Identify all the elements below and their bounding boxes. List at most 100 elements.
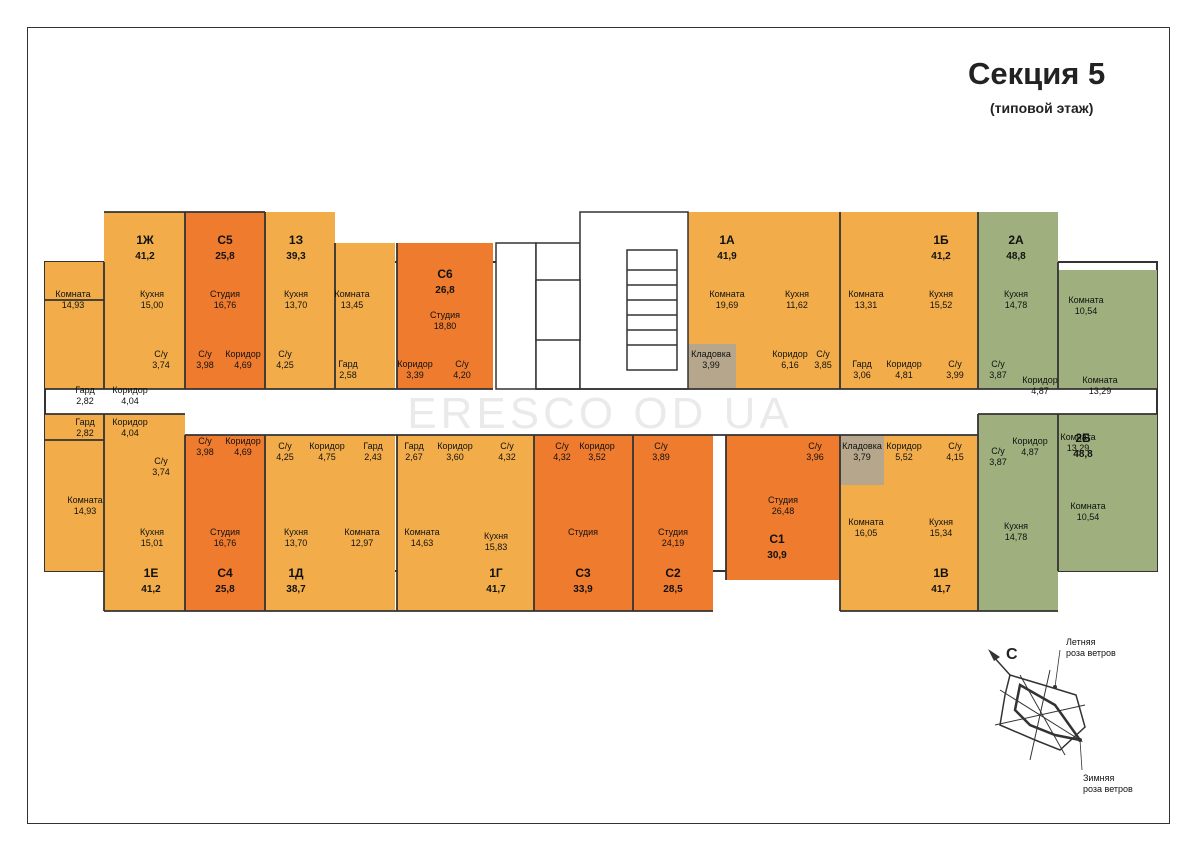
room-area: 3,60	[446, 452, 464, 462]
room-name: Комната	[67, 495, 102, 505]
room-name: Комната	[344, 527, 379, 537]
room-name: С/у	[991, 359, 1005, 369]
apt-block-s1[interactable]	[726, 435, 840, 580]
room-name: С/у	[278, 441, 292, 451]
apt-block-s2[interactable]	[633, 435, 713, 611]
room-name: Комната	[404, 527, 439, 537]
apt-code: 2Б	[1075, 431, 1091, 445]
apt-block-s3[interactable]	[534, 435, 633, 611]
room-area: 5,52	[895, 452, 913, 462]
north-letter: С	[1006, 646, 1018, 663]
room-name: Комната	[55, 289, 90, 299]
apt-block-1z[interactable]	[265, 212, 335, 389]
apt-block-2a[interactable]	[978, 212, 1058, 389]
section-subtitle: (типовой этаж)	[990, 100, 1094, 116]
room-area: 3,96	[806, 452, 824, 462]
room-area: 14,78	[1005, 300, 1028, 310]
room-area: 2,43	[364, 452, 382, 462]
room-area: 4,69	[234, 447, 252, 457]
room-area: 4,25	[276, 452, 294, 462]
apt-code: С4	[217, 566, 233, 580]
apt-block-2b[interactable]	[978, 414, 1058, 611]
room-area: 15,34	[930, 528, 953, 538]
room-area: 4,75	[318, 452, 336, 462]
room-area: 16,76	[214, 538, 237, 548]
apt-block-1z-room[interactable]	[335, 243, 395, 389]
room-name: Коридор	[112, 385, 148, 395]
apt-area: 38,7	[286, 584, 306, 595]
apt-area: 39,3	[286, 251, 306, 262]
room-name: Коридор	[1012, 436, 1048, 446]
room-area: 15,52	[930, 300, 953, 310]
apt-area: 41,2	[141, 584, 161, 595]
room-area: 13,70	[285, 538, 308, 548]
apt-block-1a-store[interactable]	[688, 344, 736, 389]
room-area: 13,45	[341, 300, 364, 310]
room-name: С/у	[555, 441, 569, 451]
room-name: С/у	[808, 441, 822, 451]
room-name: Коридор	[309, 441, 345, 451]
room-name: С/у	[154, 456, 168, 466]
apt-block-1zh[interactable]	[45, 262, 185, 389]
apt-block-1b[interactable]	[840, 212, 978, 389]
room-name: Гард	[852, 359, 872, 369]
room-name: С/у	[455, 359, 469, 369]
room-name: Коридор	[772, 349, 808, 359]
room-name: Кухня	[484, 531, 508, 541]
room-area: 26,48	[772, 506, 795, 516]
room-area: 24,19	[662, 538, 685, 548]
room-name: Кухня	[785, 289, 809, 299]
apt-area: 41,7	[486, 584, 506, 595]
room-labels: Комната14,93Кухня15,00Студия16,76Кухня13…	[55, 289, 1117, 552]
apt-block-1zh-top[interactable]	[104, 212, 185, 264]
room-name: Кухня	[1004, 289, 1028, 299]
room-area: 3,79	[853, 452, 871, 462]
room-name: С/у	[654, 441, 668, 451]
room-area: 4,81	[895, 370, 913, 380]
room-area: 4,32	[553, 452, 571, 462]
apt-block-2a-room[interactable]	[1058, 270, 1157, 389]
apt-block-2b-room[interactable]	[1058, 414, 1157, 571]
summer-label-line1: Летняя	[1066, 637, 1096, 647]
room-name: С/у	[154, 349, 168, 359]
room-area: 10,54	[1077, 512, 1100, 522]
room-area: 2,58	[339, 370, 357, 380]
drawing-frame	[27, 27, 1170, 824]
apt-block-1d[interactable]	[265, 435, 395, 611]
room-area: 12,97	[351, 538, 374, 548]
room-area: 3,06	[853, 370, 871, 380]
room-name: Комната	[334, 289, 369, 299]
apt-code: 1Ж	[136, 233, 154, 247]
room-area: 3,89	[652, 452, 670, 462]
room-name: Коридор	[225, 436, 261, 446]
room-name: Коридор	[437, 441, 473, 451]
room-area: 4,20	[453, 370, 471, 380]
winter-rose-label: Зимняя роза ветров	[1083, 773, 1133, 795]
room-name: Гард	[404, 441, 424, 451]
apt-block-1e-bottom[interactable]	[104, 571, 185, 611]
room-name: Студия	[210, 289, 240, 299]
room-area: 4,87	[1031, 386, 1049, 396]
room-area: 16,05	[855, 528, 878, 538]
apt-code: 1З	[289, 233, 303, 247]
room-name: Кладовка	[691, 349, 731, 359]
apt-block-s4[interactable]	[185, 435, 265, 611]
room-area: 15,00	[141, 300, 164, 310]
apt-block-1v-store[interactable]	[840, 435, 884, 485]
room-name: Кухня	[284, 527, 308, 537]
apt-code: 1Г	[489, 566, 503, 580]
apt-area: 41,7	[931, 584, 951, 595]
room-area: 3,87	[989, 370, 1007, 380]
apt-block-1e[interactable]	[45, 414, 185, 571]
apt-block-s6[interactable]	[397, 243, 493, 389]
room-name: Коридор	[886, 359, 922, 369]
winter-rose	[1013, 683, 1083, 742]
apt-block-s5[interactable]	[185, 212, 265, 389]
room-area: 13,70	[285, 300, 308, 310]
apt-code: 1А	[719, 233, 735, 247]
apt-block-1g[interactable]	[397, 435, 534, 611]
room-name: С/у	[278, 349, 292, 359]
room-name: С/у	[948, 359, 962, 369]
room-area: 3,52	[588, 452, 606, 462]
room-area: 4,25	[276, 360, 294, 370]
